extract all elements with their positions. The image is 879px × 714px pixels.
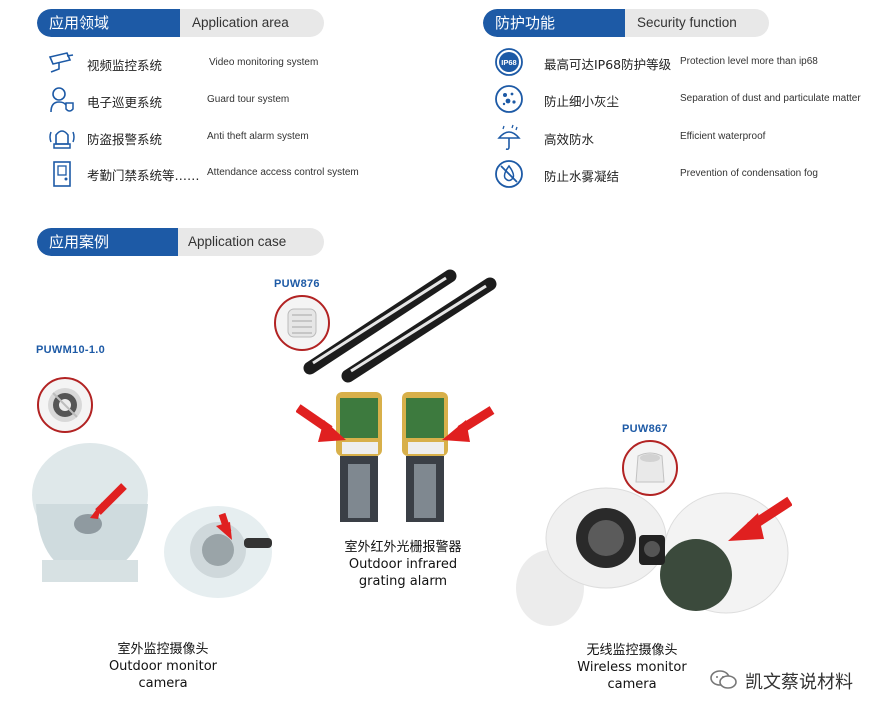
application-case-title-en: Application case xyxy=(188,234,287,249)
application-area-title-cn: 应用领域 xyxy=(37,9,180,37)
case-caption-outdoor-camera: 室外监控摄像头 Outdoor monitor camera xyxy=(98,641,228,692)
outdoor-dome-camera-image xyxy=(32,443,148,582)
application-item-guard: 电子巡更系统 Guard tour system xyxy=(47,85,377,115)
waterproof-umbrella-icon xyxy=(497,124,521,151)
case-caption-cn: 室外红外光栅报警器 xyxy=(344,540,462,555)
application-case-title-cn: 应用案例 xyxy=(37,228,178,256)
watermark: 凯文蔡说材料 xyxy=(709,668,853,694)
case-caption-en-line2: camera xyxy=(138,676,188,691)
security-function-title-cn: 防护功能 xyxy=(483,9,625,37)
security-item-waterproof: 高效防水 Efficient waterproof xyxy=(494,122,864,152)
security-item-fog: 防止水雾凝结 Prevention of condensation fog xyxy=(494,159,864,189)
dust-icon xyxy=(495,85,523,113)
watermark-text: 凯文蔡说材料 xyxy=(745,672,853,693)
guard-patrol-icon xyxy=(50,87,74,113)
application-item-cn: 防盗报警系统 xyxy=(87,132,163,147)
dome-camera-housing-image xyxy=(164,506,272,598)
case-caption-cn: 无线监控摄像头 xyxy=(586,643,678,658)
no-fog-icon xyxy=(495,160,523,188)
case-caption-en-line1: Outdoor infrared xyxy=(348,557,458,572)
application-area-title-en: Application area xyxy=(192,15,289,30)
wechat-logo-icon xyxy=(710,670,737,689)
ip68-badge-text: IP68 xyxy=(501,58,516,67)
vent-plug-thumbnail xyxy=(622,440,678,496)
application-item-cn: 考勤门禁系统等…… xyxy=(87,168,200,183)
case-model-puw876: PUW876 xyxy=(274,278,320,290)
vent-plug-thumbnail xyxy=(37,377,93,433)
security-item-cn: 防止细小灰尘 xyxy=(544,94,620,109)
application-item-en: Video monitoring system xyxy=(209,57,319,68)
vent-plug-image xyxy=(48,388,82,422)
wireless-camera-parts-image xyxy=(516,487,792,626)
application-item-video: 视频监控系统 Video monitoring system xyxy=(47,48,377,78)
case-caption-en-line1: Outdoor monitor xyxy=(108,659,218,674)
security-item-en: Separation of dust and particulate matte… xyxy=(680,93,861,104)
security-item-en: Efficient waterproof xyxy=(680,131,766,142)
security-item-cn: 防止水雾凝结 xyxy=(544,169,620,184)
security-function-title-en: Security function xyxy=(637,15,737,30)
vent-plug-thumbnail xyxy=(274,295,330,351)
application-item-en: Anti theft alarm system xyxy=(207,131,309,142)
security-item-cn: 高效防水 xyxy=(544,132,595,147)
case-caption-en-line2: camera xyxy=(607,677,657,692)
cctv-camera-icon xyxy=(48,52,74,73)
infrared-alarm-units-image xyxy=(296,392,495,522)
application-item-alarm: 防盗报警系统 Anti theft alarm system xyxy=(47,122,377,152)
ip68-badge-icon: IP68 xyxy=(495,48,523,76)
case-caption-en-line1: Wireless monitor xyxy=(577,660,687,675)
application-item-cn: 电子巡更系统 xyxy=(87,95,163,110)
security-item-ip68: IP68 最高可达IP68防护等级 Protection level more … xyxy=(494,47,864,77)
security-function-header: 防护功能 Security function xyxy=(483,9,769,37)
case-caption-cn: 室外监控摄像头 xyxy=(117,642,209,657)
application-item-en: Guard tour system xyxy=(207,94,290,105)
application-area-header: 应用领域 Application area xyxy=(37,9,324,37)
alarm-light-icon xyxy=(49,130,75,149)
application-item-cn: 视频监控系统 xyxy=(87,58,163,73)
case-caption-infrared-alarm: 室外红外光栅报警器 Outdoor infrared grating alarm xyxy=(333,539,473,590)
application-item-access: 考勤门禁系统等…… Attendance access control syst… xyxy=(47,158,377,188)
infrared-beam-tubes-image xyxy=(303,269,497,383)
case-caption-en-line2: grating alarm xyxy=(358,574,448,589)
security-item-en: Protection level more than ip68 xyxy=(680,56,818,67)
application-item-en: Attendance access control system xyxy=(207,167,359,178)
vent-plug-image xyxy=(635,452,665,483)
case-model-puwm10: PUWM10-1.0 xyxy=(36,344,106,356)
security-item-dust: 防止细小灰尘 Separation of dust and particulat… xyxy=(494,84,864,114)
case-caption-wireless-camera: 无线监控摄像头 Wireless monitor camera xyxy=(572,642,692,693)
case-model-puw867: PUW867 xyxy=(622,423,668,435)
vent-plug-image xyxy=(287,308,317,338)
application-case-header: 应用案例 Application case xyxy=(37,228,324,256)
security-item-cn: 最高可达IP68防护等级 xyxy=(544,57,672,72)
security-item-en: Prevention of condensation fog xyxy=(680,168,818,179)
door-access-icon xyxy=(53,161,71,187)
